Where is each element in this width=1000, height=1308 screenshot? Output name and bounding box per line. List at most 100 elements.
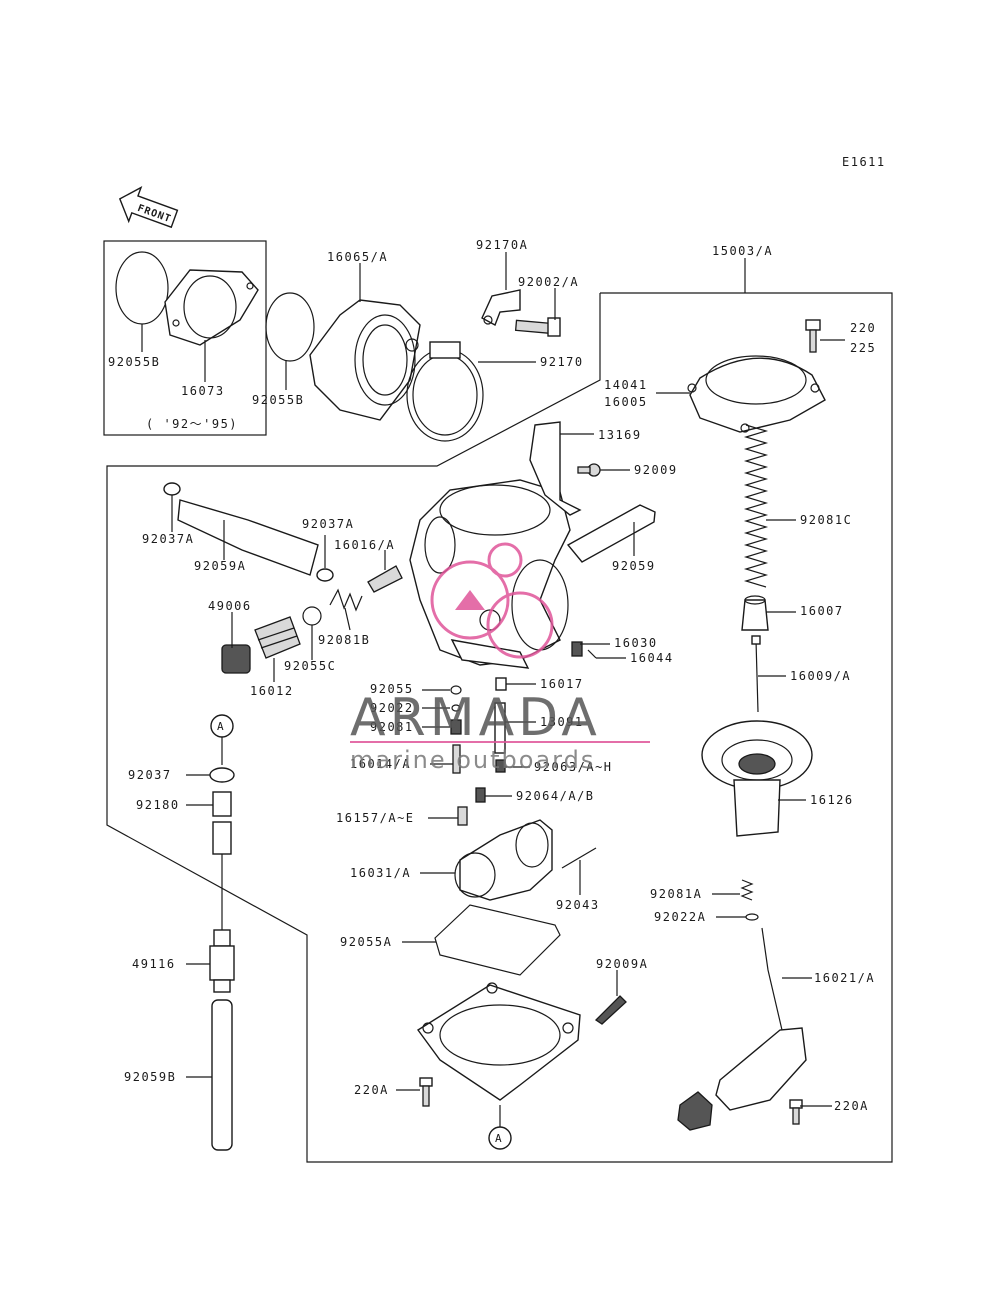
clip-92037 xyxy=(209,767,235,783)
screw-16014 xyxy=(452,744,461,774)
needle-holder-16007 xyxy=(741,595,769,631)
float-bowl xyxy=(416,982,581,1101)
clamp-92170 xyxy=(406,341,484,442)
clip-92037A-2 xyxy=(316,568,334,582)
top-cover-14041 xyxy=(687,355,826,433)
screw-92002 xyxy=(514,317,561,337)
armada-logo-icon xyxy=(430,542,554,659)
armada-watermark: ARMADA marine outboards xyxy=(350,542,650,774)
label-220A-a: 220A xyxy=(354,1083,389,1097)
front-arrow-icon: FRONT xyxy=(118,185,179,229)
label-16009: 16009/A xyxy=(790,669,851,683)
carburetor-body xyxy=(409,479,571,669)
tube-92059 xyxy=(566,504,656,563)
label-92037: 92037 xyxy=(128,768,172,782)
watermark-brand: ARMADA xyxy=(350,688,601,748)
label-92009A: 92009A xyxy=(596,957,648,971)
bracket-13169 xyxy=(529,421,582,516)
label-225: 225 xyxy=(850,341,876,355)
gasket-92055A xyxy=(434,904,561,976)
label-92022A: 92022A xyxy=(654,910,706,924)
main-body-frame xyxy=(106,292,893,1163)
label-92180: 92180 xyxy=(136,798,180,812)
label-16030: 16030 xyxy=(614,636,658,650)
label-92009: 92009 xyxy=(634,463,678,477)
label-92055B-b: 92055B xyxy=(252,393,304,407)
spring-92081B xyxy=(329,588,363,612)
label-16065: 16065/A xyxy=(327,250,388,264)
bracket-92170A xyxy=(481,289,521,326)
intake-holder-16065 xyxy=(309,299,421,421)
spring-92081C xyxy=(743,424,769,588)
label-13169: 13169 xyxy=(598,428,642,442)
ref-a-top-letter: A xyxy=(217,720,224,733)
label-92022: 92022 xyxy=(370,701,414,715)
label-16021: 16021/A xyxy=(814,971,875,985)
screw-220-225 xyxy=(805,319,821,353)
tube-92059B xyxy=(211,999,233,1151)
label-92170: 92170 xyxy=(540,355,584,369)
label-16014: 16014/A xyxy=(350,757,411,771)
o-ring-92055B-inset xyxy=(115,251,169,325)
o-ring-92055C xyxy=(302,606,322,626)
label-220: 220 xyxy=(850,321,876,335)
main-jet-92063 xyxy=(495,759,506,773)
label-14041: 14041 xyxy=(604,378,648,392)
leader-lines xyxy=(141,252,845,1107)
label-92055C: 92055C xyxy=(284,659,336,673)
label-92059: 92059 xyxy=(612,559,656,573)
label-16044: 16044 xyxy=(630,651,674,665)
label-92037A-a: 92037A xyxy=(142,532,194,546)
o-ring-92055B xyxy=(265,292,315,362)
screw-92009 xyxy=(577,463,601,477)
inset-note: ( '92～'95) xyxy=(146,417,238,431)
label-92064: 92064/A/B xyxy=(516,789,595,803)
watermark-tagline: marine outboards xyxy=(350,746,595,774)
pin-92043 xyxy=(561,847,597,869)
label-13091: 13091 xyxy=(540,715,584,729)
label-92063: 92063/A~H xyxy=(534,760,613,774)
clip-92037A xyxy=(163,482,181,496)
label-92081: 92081 xyxy=(370,720,414,734)
washer-92022 xyxy=(451,704,461,712)
gasket-16073 xyxy=(164,269,259,346)
label-16012: 16012 xyxy=(250,684,294,698)
label-16017: 16017 xyxy=(540,677,584,691)
screw-220A-right xyxy=(789,1099,803,1125)
label-92055: 92055 xyxy=(370,682,414,696)
diagram-code: E1611 xyxy=(842,155,886,169)
label-16073: 16073 xyxy=(181,384,225,398)
label-16007: 16007 xyxy=(800,604,844,618)
tube-92180 xyxy=(212,791,232,855)
label-16157: 16157/A~E xyxy=(336,811,415,825)
label-92002: 92002/A xyxy=(518,275,579,289)
label-16005: 16005 xyxy=(604,395,648,409)
label-16016: 16016/A xyxy=(334,538,395,552)
label-92037A-b: 92037A xyxy=(302,517,354,531)
part-16030-16044 xyxy=(571,641,597,659)
label-92055B-a: 92055B xyxy=(108,355,160,369)
label-92043: 92043 xyxy=(556,898,600,912)
spring-92081A xyxy=(740,879,754,901)
pilot-jet-16157 xyxy=(457,806,468,826)
part-labels: 92055B 16073 92055B 16065/A 92170A 92002… xyxy=(108,238,876,1113)
spring-92081 xyxy=(450,719,462,735)
label-15003: 15003/A xyxy=(712,244,773,258)
screw-92009A xyxy=(594,995,627,1025)
label-220A-b: 220A xyxy=(834,1099,869,1113)
choke-16021 xyxy=(677,927,807,1131)
ref-A-bottom-marker: A xyxy=(488,1126,512,1150)
label-92055A: 92055A xyxy=(340,935,392,949)
label-49116: 49116 xyxy=(132,957,176,971)
plunger-16012 xyxy=(254,616,301,659)
label-92059A: 92059A xyxy=(194,559,246,573)
label-49006: 49006 xyxy=(208,599,252,613)
inset-frame: ( '92～'95) xyxy=(103,240,267,436)
label-92170A: 92170A xyxy=(476,238,528,252)
label-92081C: 92081C xyxy=(800,513,852,527)
jet-needle-16009 xyxy=(751,635,761,713)
float-16031 xyxy=(454,819,553,901)
screw-220A-left xyxy=(419,1077,433,1107)
diaphragm-16126 xyxy=(701,720,813,837)
